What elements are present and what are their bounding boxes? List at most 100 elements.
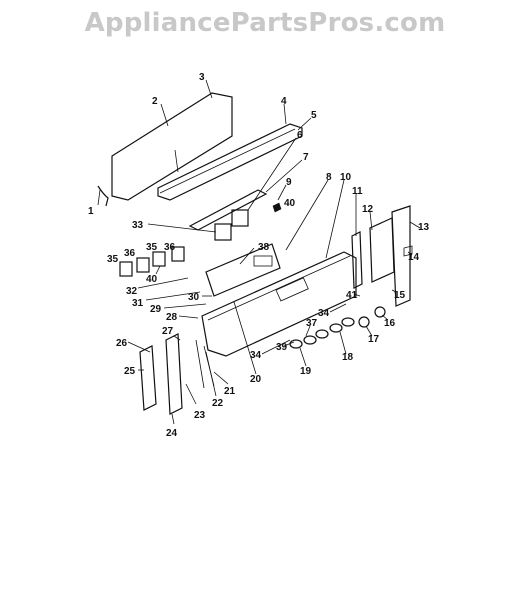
leader-16: [381, 314, 389, 321]
leader-23: [185, 383, 197, 405]
callout-4: 4: [281, 96, 287, 107]
callout-41: 41: [346, 290, 358, 301]
upper-trim-strip: [157, 123, 303, 201]
panel-clip: [97, 185, 109, 207]
side-bracket-right-inner: [351, 231, 363, 289]
leader-34b: [329, 303, 347, 313]
watermark-logo-text: AppliancePartsPros.com: [84, 8, 446, 38]
leader-10: [325, 179, 345, 259]
callout-20: 20: [250, 374, 262, 385]
callout-21: 21: [224, 386, 236, 397]
trim-strip-fold: [159, 128, 296, 194]
callout-32: 32: [126, 286, 138, 297]
leader-7: [265, 159, 303, 193]
leader-28: [178, 315, 199, 319]
panel-highlight: [174, 149, 179, 173]
leader-38: [239, 247, 255, 265]
switch-block-4: [171, 246, 185, 262]
callout-5: 5: [311, 110, 317, 121]
callout-9: 9: [286, 177, 292, 188]
callout-40-top: 40: [284, 198, 296, 209]
knob-c: [315, 329, 329, 339]
main-control-panel: [201, 251, 357, 357]
leader-14: [407, 251, 413, 256]
leader-41: [353, 293, 361, 297]
control-panel-window: [275, 277, 309, 302]
callout-14: 14: [408, 252, 420, 263]
control-panel-edge: [207, 255, 351, 321]
switch-block-1: [119, 261, 133, 277]
small-fastener: [272, 202, 282, 213]
switch-housing-left: [214, 223, 232, 241]
callout-3: 3: [199, 72, 205, 83]
leader-33: [147, 223, 217, 233]
callout-17: 17: [368, 334, 380, 345]
callout-24: 24: [166, 428, 178, 439]
callout-12: 12: [362, 204, 374, 215]
leader-2: [160, 103, 169, 127]
leader-39: [283, 341, 295, 347]
callout-22: 22: [212, 398, 224, 409]
left-end-panel: [165, 333, 183, 415]
callout-30: 30: [188, 292, 200, 303]
callout-37: 37: [306, 318, 318, 329]
leader-29: [163, 303, 207, 309]
callout-39: 39: [276, 342, 288, 353]
callout-2: 2: [152, 96, 158, 107]
switch-housing-right: [231, 209, 249, 227]
leader-27: [173, 335, 181, 341]
callout-25: 25: [124, 366, 136, 377]
leader-18: [339, 331, 347, 355]
leader-6: [247, 137, 297, 211]
knob-16: [374, 306, 386, 318]
callout-29: 29: [150, 304, 162, 315]
leader-12: [369, 211, 373, 231]
leader-17: [365, 325, 373, 337]
callout-40-left: 40: [146, 274, 158, 285]
callout-10: 10: [340, 172, 352, 183]
knob-d: [329, 323, 343, 333]
callout-33: 33: [132, 220, 144, 231]
switch-block-3: [152, 251, 166, 267]
leader-26: [127, 341, 151, 353]
leader-1: [97, 189, 101, 206]
callout-35-right: 35: [146, 242, 158, 253]
callout-34-left: 34: [250, 350, 262, 361]
callout-23: 23: [194, 410, 206, 421]
callout-1: 1: [88, 206, 94, 217]
leader-37: [305, 325, 311, 337]
knob-a: [289, 339, 303, 349]
leader-40b: [155, 265, 161, 275]
leader-8: [285, 179, 329, 251]
leader-22: [205, 351, 217, 397]
callout-35-left: 35: [107, 254, 119, 265]
knob-b: [303, 335, 317, 345]
callout-34-right: 34: [318, 308, 330, 319]
callout-13: 13: [418, 222, 430, 233]
knob-e: [341, 317, 355, 327]
leader-9: [277, 184, 287, 201]
callout-28: 28: [166, 312, 178, 323]
leader-24: [171, 413, 175, 425]
leader-20: [233, 301, 257, 375]
callout-6: 6: [297, 130, 303, 141]
callout-8: 8: [326, 172, 332, 183]
side-bracket-right-mid: [369, 217, 395, 283]
leader-31: [145, 291, 201, 301]
switch-block-2: [136, 257, 150, 273]
callout-15: 15: [394, 290, 406, 301]
control-board: [205, 243, 281, 297]
left-end-bracket: [139, 345, 157, 411]
callout-38: 38: [258, 242, 270, 253]
callout-11: 11: [352, 186, 363, 197]
callout-27: 27: [162, 326, 174, 337]
leader-34a: [261, 339, 291, 355]
leader-15: [391, 289, 397, 293]
mounting-rail: [188, 189, 268, 231]
back-glass-panel: [111, 92, 233, 201]
left-wire-lead: [195, 339, 205, 389]
callout-36-right: 36: [164, 242, 176, 253]
leader-32: [137, 277, 189, 289]
callout-31: 31: [132, 298, 144, 309]
